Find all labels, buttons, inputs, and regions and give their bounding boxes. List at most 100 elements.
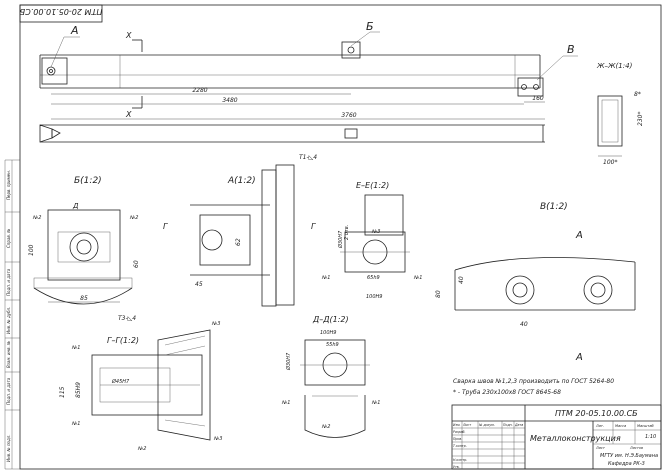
tb-row-date: Дата [514,423,523,427]
e-dim-2otv: 2 отв. [344,225,350,240]
callout-a: А [70,24,79,37]
title-d-d: Д–Д(1:2) [312,315,349,324]
tube-section [597,95,623,147]
g-g-drawing [91,329,211,441]
tb-row-list: Лист [462,423,471,427]
e-dim-65h9: 65h9 [367,275,380,281]
title-e-e: Е–Е(1:2) [356,181,389,190]
v-dim-80: 80 [435,290,442,298]
v-dim-40-left: 40 [458,276,465,284]
e-weld-no1-left: №1 [321,275,330,281]
e-weld-no1-right: №1 [413,275,422,281]
tb-role-nkontr: Н.контр. [453,458,467,462]
g-weld-t3: Т3-◺4 [118,315,136,322]
g-dim-115: 115 [59,386,66,398]
d-d-drawing [300,339,370,438]
org-line-2: Кафедра РК-3 [608,461,645,467]
a-dim-45: 45 [195,281,203,288]
g-dim-45h7: Ø45Н7 [111,378,130,385]
top-doc-code: ПТМ 20-05.10.00.СБ [19,7,102,16]
strip-inv-dubl: Инв. № дубл. [6,307,11,334]
g-weld-no3-bottom: №3 [213,436,222,442]
v-cut-a-top: А [575,230,583,241]
dim-2280: 2280 [192,87,207,94]
a-view-drawing [190,164,295,307]
e-weld-no3: №3 [371,229,380,235]
e-dim-30h7: Ø30Н7 [337,230,344,249]
dim-3480: 3480 [222,97,237,104]
a-cut-g: Г [163,222,168,231]
tb-role-tkontr: Т.контр. [453,444,467,448]
v-dim-40-bottom: 40 [520,321,528,328]
lbl-mass: Масса [615,424,626,428]
tb-row-podp: Подп. [503,423,513,427]
tb-role-utv: Утв. [453,465,460,469]
g-weld-no1-bottom: №1 [71,421,80,427]
title-a-view: А(1:2) [227,176,256,186]
tb-row-doc: № докум. [478,423,495,427]
top-code-box [19,4,103,23]
dim-160: 160 [532,95,544,102]
val-scale: 1:10 [645,434,656,440]
v-cut-a-bottom: А [575,352,583,363]
strip-podp2: Подп. и дата [6,377,11,405]
a-dim-62: 62 [235,238,242,246]
dim-8: 8* [634,91,641,98]
lbl-sheet: Лист [595,446,606,450]
dim-100: 100* [603,159,617,166]
d-dim-55h9: 55h9 [326,342,339,348]
title-doc-code: ПТМ 20-05.10.00.СБ [555,409,638,418]
note-tube: * - Труба 230х100х8 ГОСТ 8645-68 [453,389,561,396]
sheet-frame [19,4,662,470]
callout-b: Б [366,20,374,33]
main-beam-top [39,41,544,97]
b-dim-100: 100 [28,244,35,256]
tb-row-izm: Изм. [453,423,461,427]
e-dim-100h9: 100Н9 [366,294,382,300]
b-view-drawing [33,209,133,305]
d-weld-no1-right: №1 [371,400,380,406]
callout-v: В [567,43,575,56]
b-weld-no2-right: №2 [129,215,138,221]
strip-sprav: Справ. № [6,229,11,248]
title-v-view: В(1:2) [540,202,568,212]
a-cut-g-right: Г [311,222,316,231]
strip-vzam: Взам. инв. № [6,341,11,368]
g-weld-no2: №2 [137,446,146,452]
cut-x-bottom: Х [125,110,132,119]
dim-230: 230* [637,112,644,126]
b-cut-d: Д [72,202,79,210]
b-dim-85: 85 [80,295,88,302]
d-weld-no2: №2 [321,424,330,430]
b-weld-no2-left: №2 [32,215,41,221]
g-weld-no3-top: №3 [211,321,220,327]
org-line-1: МГТУ им. Н.Э.Баумана [600,453,658,459]
lbl-lit: Лит. [595,424,604,428]
title-block [451,404,662,470]
title-name: Металлоконструкция [530,434,621,443]
tb-role-prov: Пров. [453,437,462,441]
g-dim-85h9: 85Н9 [75,382,82,398]
a-weld-t1: Т1-◺4 [299,154,317,161]
dim-3760: 3760 [341,112,356,119]
b-dim-60: 60 [133,260,140,268]
e-e-drawing [340,194,410,273]
title-g-g: Г–Г(1:2) [107,336,139,345]
tb-role-razrab: Разраб. [453,430,466,434]
g-weld-no1-top: №1 [71,345,80,351]
title-b-view: Б(1:2) [74,176,102,186]
strip-perv: Перв. примен. [6,170,11,200]
d-weld-no1-left: №1 [281,400,290,406]
d-dim-100h9: 100Н9 [320,330,336,336]
cut-x-top: Х [125,31,132,40]
v-view-drawing [454,257,636,311]
main-beam-side [39,124,545,143]
lbl-scale: Масштаб [637,424,654,428]
title-zh-zh: Ж–Ж(1:4) [596,62,633,70]
strip-podp1: Подп. и дата [6,268,11,296]
note-welding: Сварка швов №1,2,3 производить по ГОСТ 5… [453,378,614,385]
lbl-sheets: Листов [629,446,643,450]
d-dim-30h7: Ø30Н7 [285,352,292,371]
